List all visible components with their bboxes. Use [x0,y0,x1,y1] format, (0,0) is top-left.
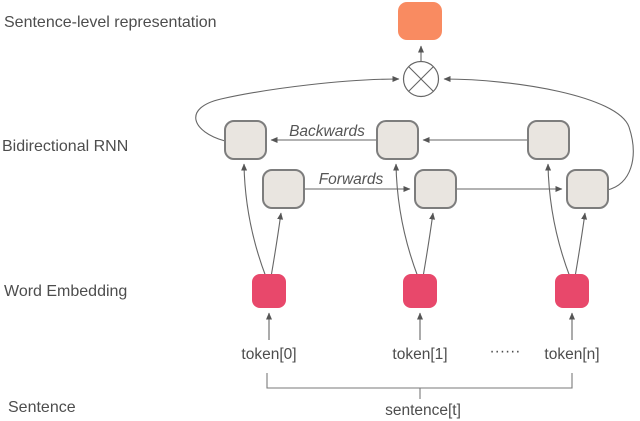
bidirectional-rnn-label: Bidirectional RNN [2,138,128,155]
token-ellipsis-label: ······ [490,343,521,360]
embedding3-to-forwards-curve [574,212,588,278]
embedding-node-2 [403,274,437,308]
nodes [224,2,609,308]
token0-label: token[0] [241,346,296,363]
token1-label: token[1] [392,346,447,363]
embedding1-to-backwards-curve [241,163,267,278]
sentence-representation-node [398,2,442,40]
tokenn-label: token[n] [544,346,599,363]
sentence-label: Sentence [8,399,76,416]
forward-state-to-operator-curve [443,76,634,191]
word-embedding-label: Word Embedding [4,283,127,300]
sentence-level-representation-label: Sentence-level representation [4,14,217,31]
embedding2-to-backwards-curve [393,163,419,278]
backward-state-to-operator-curve [195,76,400,142]
embedding2-to-forwards-curve [422,212,436,278]
sentence-bracket [266,373,573,389]
forwards-cell-2 [414,169,457,209]
backwards-cell-3 [527,120,570,160]
embedding3-to-backwards-curve [545,163,571,278]
forwards-cell-3 [566,169,609,209]
labels: Sentence-level representation Bidirectio… [2,14,600,419]
embedding-node-1 [252,274,286,308]
backwards-cell-1 [224,120,267,160]
embedding-node-3 [555,274,589,308]
concat-operator-x-icon [408,66,434,92]
backwards-cell-2 [376,120,419,160]
embedding1-to-forwards-curve [270,212,284,278]
backwards-label: Backwards [289,123,365,140]
forwards-cell-1 [262,169,305,209]
connectors [195,45,634,399]
sentence-t-label: sentence[t] [385,402,461,419]
forwards-label: Forwards [319,171,384,188]
